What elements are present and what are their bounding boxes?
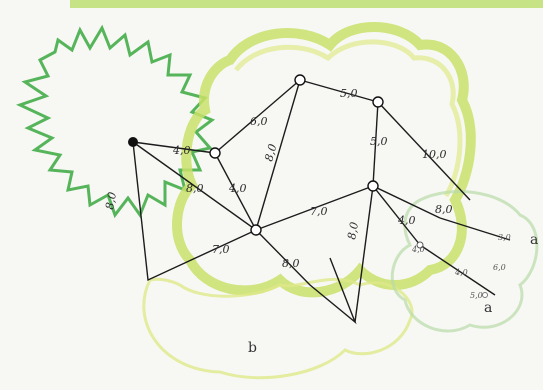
edge-far-tail2 bbox=[419, 244, 496, 296]
edge-label: 8,0 bbox=[186, 182, 204, 195]
edge-n4-lower bbox=[354, 185, 374, 323]
edge-label-small: 5,0 bbox=[470, 291, 483, 300]
edge-far-tail bbox=[439, 217, 511, 241]
center-node bbox=[250, 224, 262, 236]
yellow-green-region-inner bbox=[234, 39, 463, 198]
edge-label: 5,0 bbox=[370, 135, 388, 148]
node-4 bbox=[367, 180, 379, 192]
node-3 bbox=[372, 96, 384, 108]
edge-label: 4,0 bbox=[228, 182, 247, 195]
node-2 bbox=[294, 74, 306, 86]
edge-center-n4 bbox=[255, 185, 374, 231]
node-1 bbox=[209, 147, 221, 159]
edge-label: 4,0 bbox=[397, 214, 416, 227]
edge-label: 7,0 bbox=[310, 205, 328, 218]
edge-root-center bbox=[132, 141, 257, 231]
edge-label: 8,0 bbox=[262, 143, 279, 163]
lower-pale-region bbox=[142, 277, 414, 380]
caption-b: b bbox=[248, 340, 257, 356]
edge-label-small: 4,0 bbox=[411, 245, 425, 254]
edge-label: 7,0 bbox=[212, 243, 230, 256]
caption-a-upper: a bbox=[530, 232, 538, 248]
edge-label: 5,0 bbox=[340, 87, 358, 100]
edge-label: 10,0 bbox=[422, 148, 447, 161]
edge-n3-far bbox=[377, 101, 471, 201]
edge-labels: 4,0 6,0 5,0 8,0 8,0 4,0 8,0 7,0 7,0 8,0 … bbox=[103, 87, 511, 300]
edge-label: 8,0 bbox=[435, 203, 453, 216]
dark-green-region bbox=[16, 24, 216, 219]
edge-root-n1 bbox=[132, 141, 216, 154]
edge-n2-n3 bbox=[299, 79, 379, 103]
edge-label-small: 4,0 bbox=[454, 268, 468, 277]
small-node-2 bbox=[482, 292, 488, 298]
edge-n1-n2 bbox=[214, 79, 301, 154]
right-pale-region bbox=[390, 190, 539, 333]
edge-n1-center bbox=[214, 152, 257, 231]
root-node bbox=[128, 137, 138, 147]
edge-n4-far2 bbox=[372, 185, 421, 246]
edge-label: 8,0 bbox=[282, 257, 300, 270]
caption-a-lower: a bbox=[484, 300, 492, 316]
edge-n2-center bbox=[255, 79, 301, 231]
nodes bbox=[128, 74, 488, 298]
edge-label: 6,0 bbox=[250, 115, 268, 128]
edge-label-small: 3,0 bbox=[498, 233, 511, 242]
edge-center-lower-right bbox=[255, 229, 357, 325]
top-green-stripe bbox=[70, 0, 543, 8]
edge-n3-n4 bbox=[372, 101, 379, 187]
edge-label: 8,0 bbox=[345, 221, 361, 240]
edge-root-lower-left bbox=[132, 141, 257, 282]
edge-n4-far1 bbox=[372, 185, 441, 219]
edge-label: 8,0 bbox=[103, 191, 119, 210]
small-node-1 bbox=[416, 241, 424, 249]
edge-label-small: 6,0 bbox=[493, 263, 506, 272]
edge-label: 4,0 bbox=[172, 144, 191, 157]
edges bbox=[132, 79, 511, 325]
